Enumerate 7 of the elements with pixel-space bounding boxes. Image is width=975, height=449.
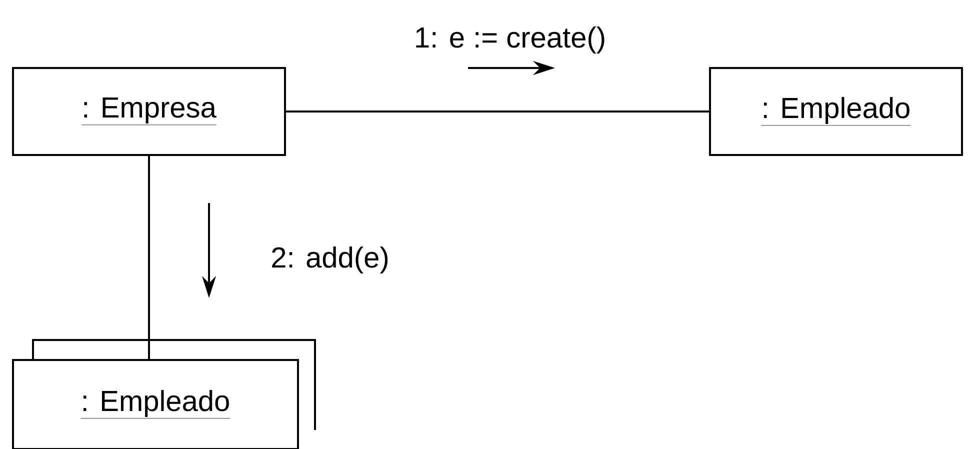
message-label: 1: e := create()	[412, 26, 608, 54]
association-line	[286, 110, 709, 112]
multi-object-box: : Empleado	[12, 339, 316, 449]
object-box: : Empresa	[12, 67, 286, 156]
message-label: 2: add(e)	[270, 245, 390, 274]
object-box: : Empleado	[709, 67, 963, 156]
association-line	[148, 156, 150, 359]
